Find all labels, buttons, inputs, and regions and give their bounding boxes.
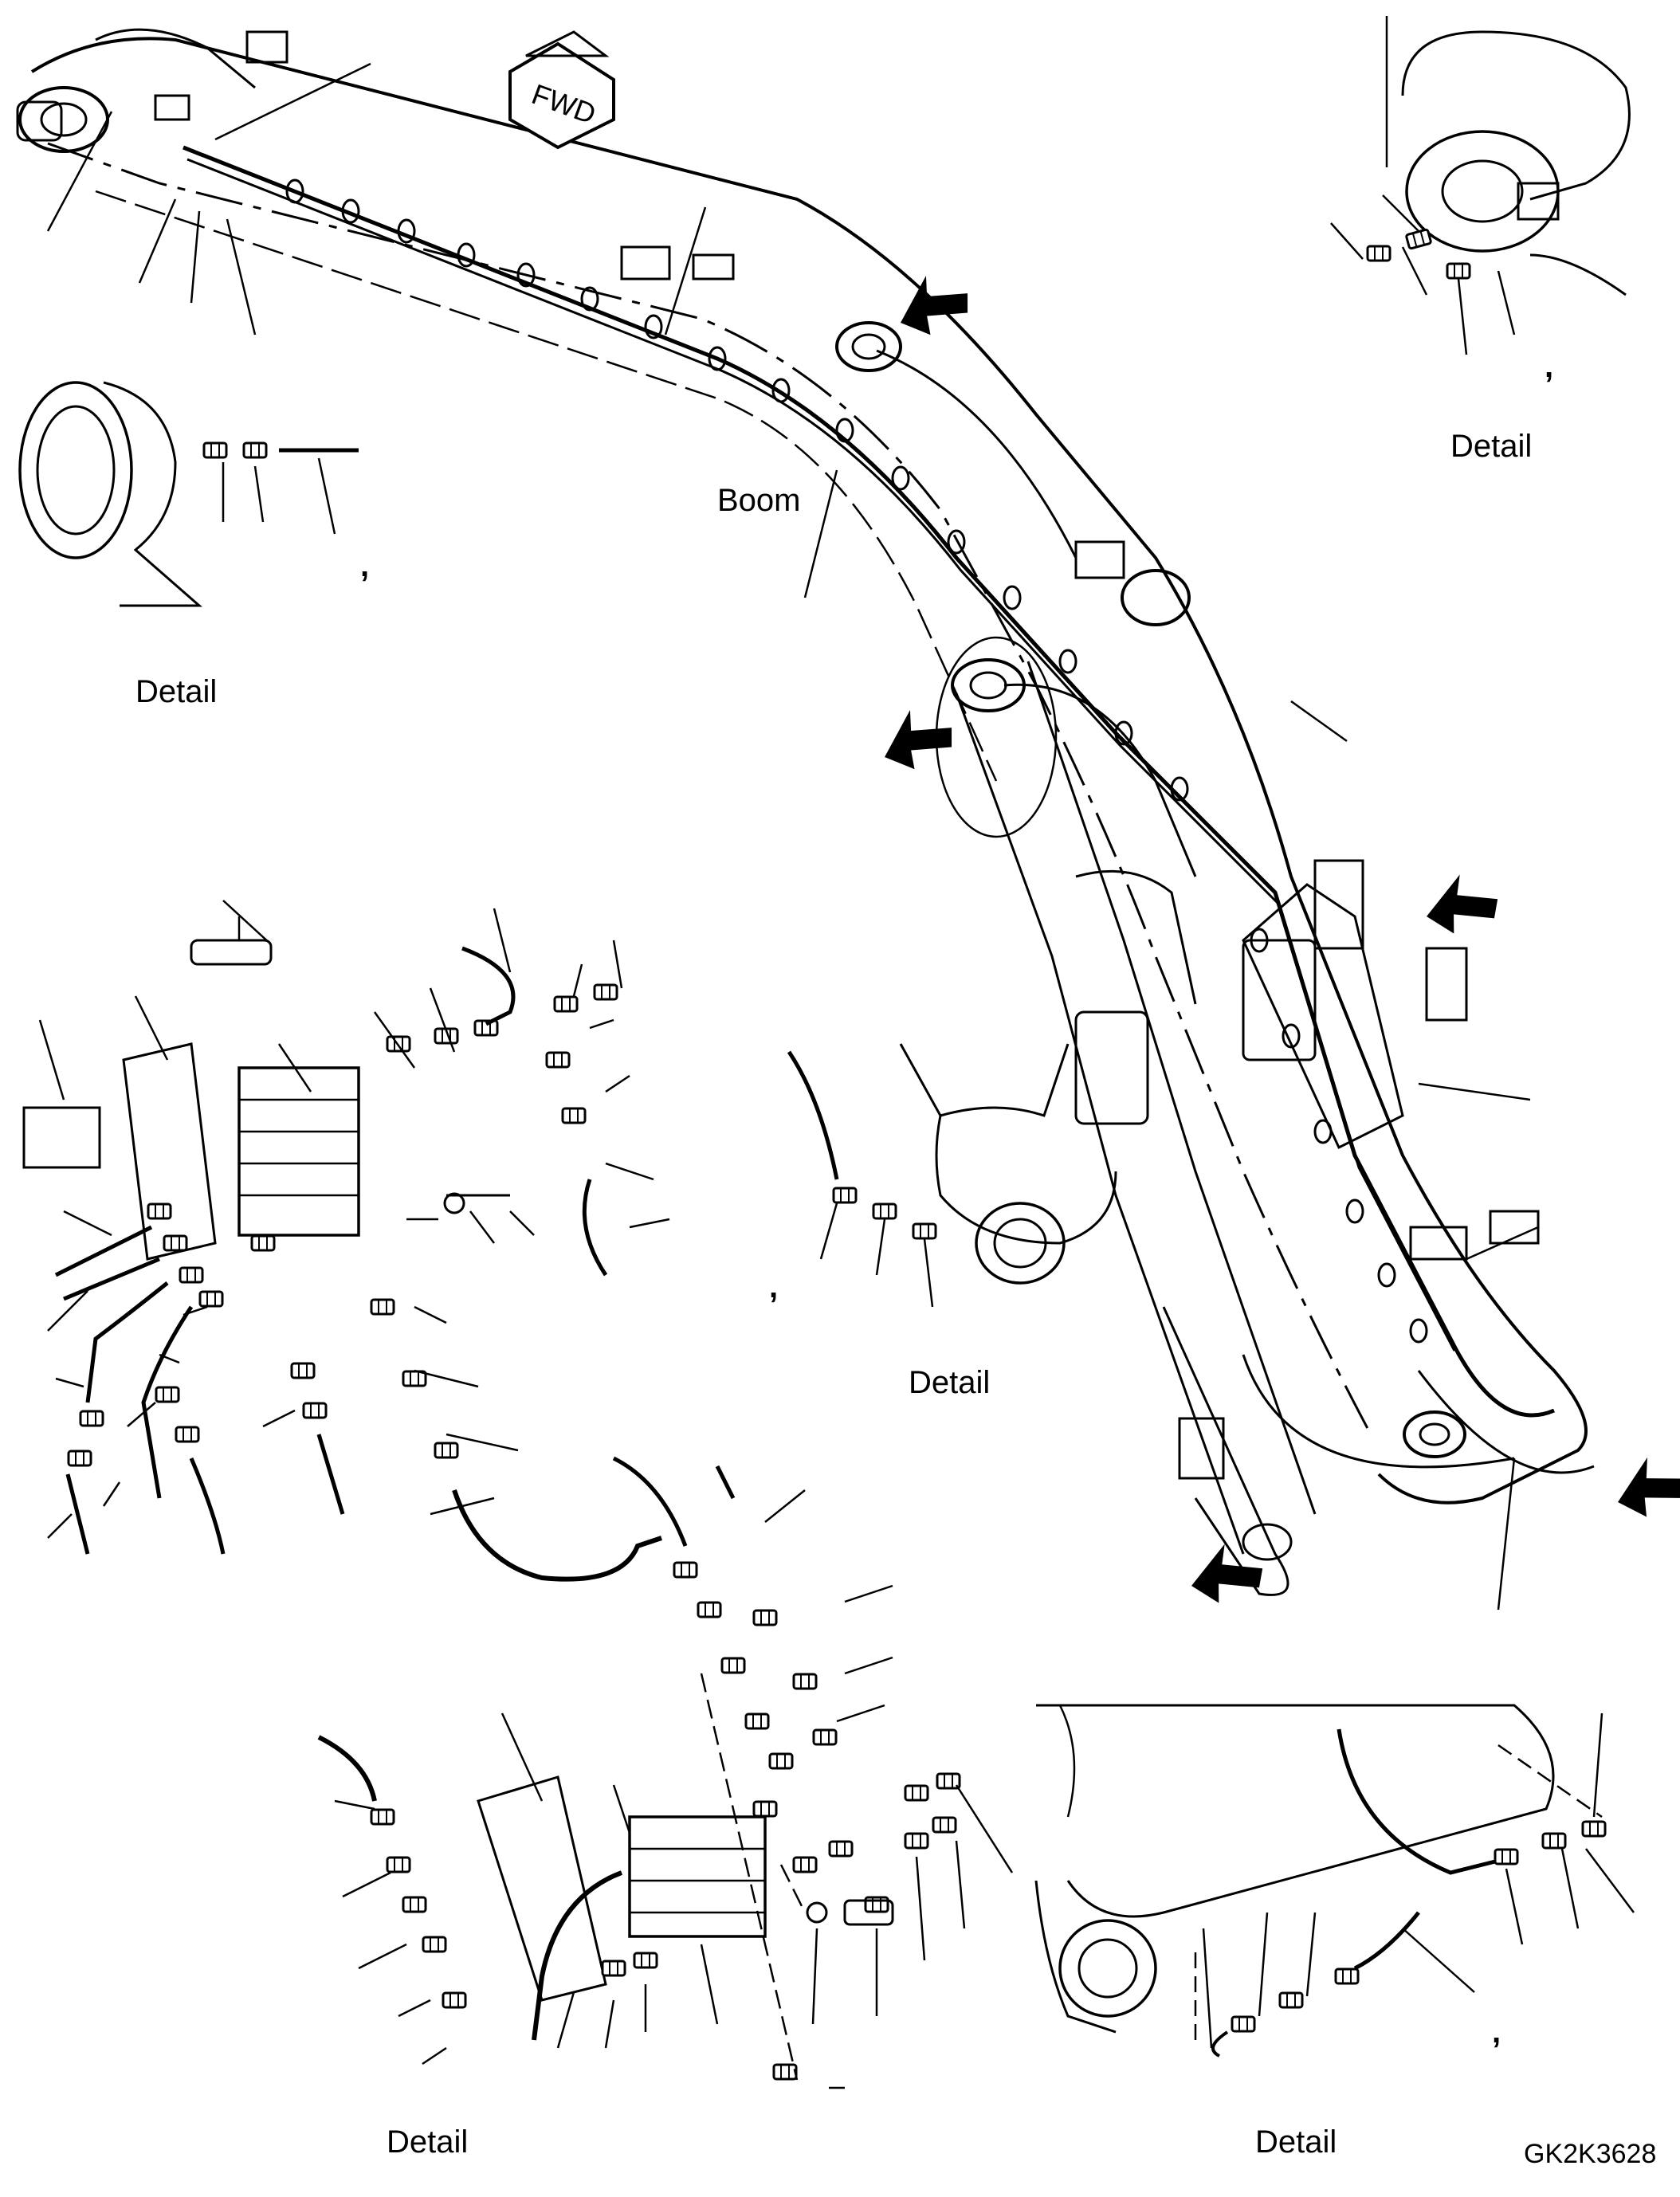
detail-label-top-right: Detail xyxy=(1450,429,1533,464)
detail-left xyxy=(18,381,359,607)
drawing-code: GK2K3628 xyxy=(1524,2139,1657,2169)
grease-hose-run xyxy=(183,145,1595,1480)
boom-assembly xyxy=(16,28,1588,1596)
detail-comma-left: , xyxy=(360,548,370,583)
detail-top-right xyxy=(1330,16,1631,355)
detail-comma-center: , xyxy=(769,1269,779,1304)
detail-valve-upper xyxy=(22,900,670,1582)
leader-lines-main xyxy=(46,62,1539,1610)
fwd-arrow-icon: FWD xyxy=(508,30,615,150)
detail-valve-lower xyxy=(317,1456,1014,2089)
detail-label-left: Detail xyxy=(135,674,218,709)
detail-label-bottom-center: Detail xyxy=(387,2124,469,2160)
detail-bottom-right xyxy=(1034,1704,1635,2058)
boom-label: Boom xyxy=(717,483,801,518)
detail-comma-top-right: , xyxy=(1545,349,1554,384)
detail-comma-bottom-right: , xyxy=(1492,2015,1501,2050)
detail-label-bottom-right: Detail xyxy=(1255,2124,1337,2160)
detail-label-center: Detail xyxy=(909,1365,991,1400)
detail-center xyxy=(787,1043,1117,1308)
